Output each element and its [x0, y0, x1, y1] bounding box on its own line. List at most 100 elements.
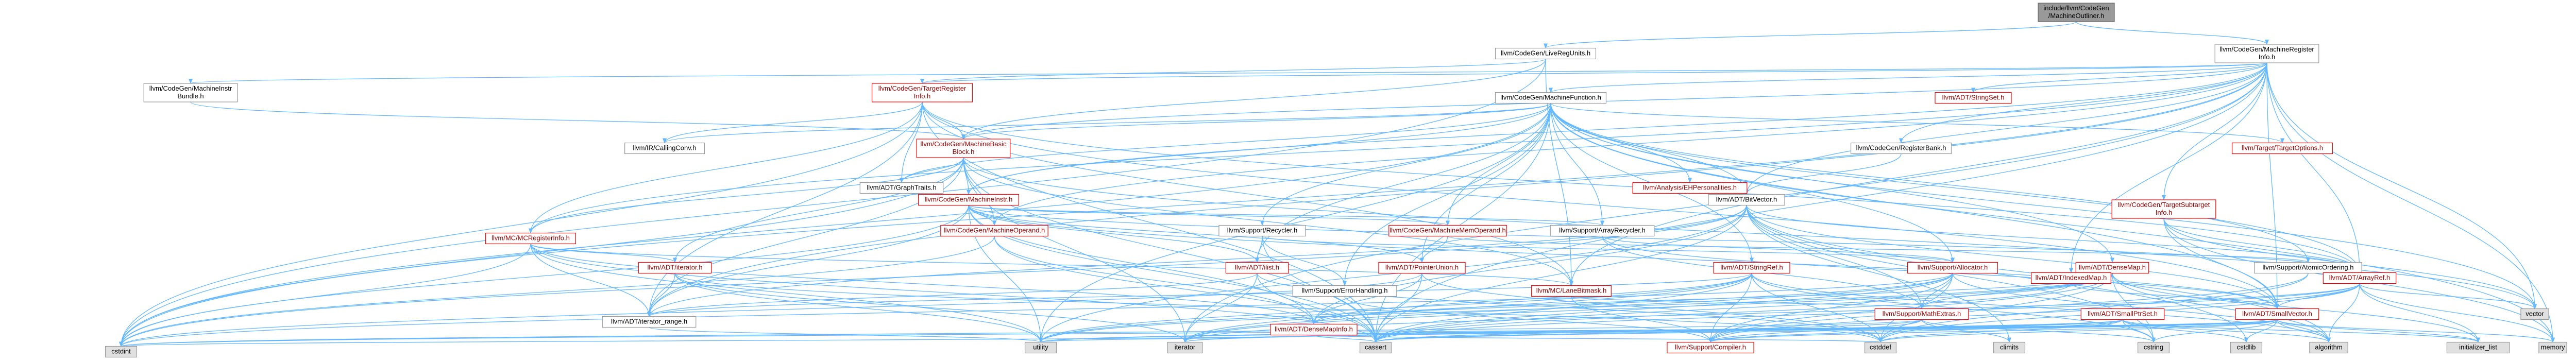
edge-mbb-to-lanebitmask	[963, 157, 1573, 286]
node-ehpers[interactable]: llvm/Analysis/EHPersonalities.h	[1632, 182, 1748, 194]
node-callingconv[interactable]: llvm/IR/CallingConv.h	[624, 142, 705, 154]
node-minstr[interactable]: llvm/CodeGen/MachineInstr.h	[918, 194, 1020, 206]
edge-mri-to-mf	[1549, 62, 2267, 93]
node-regbank[interactable]: llvm/CodeGen/RegisterBank.h	[1850, 142, 1952, 154]
node-box	[1667, 341, 1754, 354]
node-smallvector[interactable]: llvm/ADT/SmallVector.h	[2235, 308, 2319, 320]
node-indexedmap[interactable]: llvm/ADT/IndexedMap.h	[2031, 272, 2111, 284]
node-targetoptions[interactable]: llvm/Target/TargetOptions.h	[2231, 142, 2333, 154]
node-ilist[interactable]: llvm/ADT/ilist.h	[1225, 262, 1289, 274]
edge-mf-to-targetoptions	[1550, 102, 2284, 144]
edge-smallvector-to-compiler	[1708, 319, 2278, 343]
edge-allocator-to-cassert	[1374, 273, 1953, 343]
edge-indexedmap-to-cassert	[1374, 283, 2072, 343]
node-label: llvm/Target/TargetOptions.h	[2242, 144, 2323, 152]
edge-mcreg-to-densemapinfo	[530, 244, 1316, 325]
edge-ilist-to-iterrange	[647, 272, 1258, 317]
node-pointerunion[interactable]: llvm/ADT/PointerUnion.h	[1378, 262, 1466, 274]
node-bitvector[interactable]: llvm/ADT/BitVector.h	[1708, 194, 1785, 206]
edge-smallvector-to-cstdint	[120, 319, 2278, 347]
edge-mbb-to-mcreg	[529, 157, 964, 234]
node-label: climits	[2000, 343, 2019, 351]
node-allocator[interactable]: llvm/Support/Allocator.h	[1907, 262, 1998, 274]
edge-arrayref-to-iteratorstd	[1183, 283, 2360, 343]
edge-smallptrset-to-cstdlib	[2122, 319, 2248, 343]
node-box	[638, 262, 712, 274]
node-box	[2254, 262, 2362, 274]
edge-bitvector-to-cstdlib	[1746, 205, 2248, 343]
node-label: llvm/ADT/ArrayRef.h	[2329, 274, 2390, 282]
edge-mri-to-lanebitmask	[1569, 62, 2267, 286]
edge-mf-to-cstdint	[119, 103, 1551, 347]
node-iterrange[interactable]: llvm/ADT/iterator_range.h	[602, 316, 697, 328]
node-vector: vector	[2520, 308, 2549, 320]
node-label: llvm/Support/MathExtras.h	[1883, 310, 1961, 318]
node-compiler[interactable]: llvm/Support/Compiler.h	[1667, 341, 1754, 354]
node-densemap[interactable]: llvm/ADT/DenseMap.h	[2075, 262, 2149, 274]
node-arrayrecycler[interactable]: llvm/Support/ArrayRecycler.h	[1550, 225, 1655, 237]
node-root[interactable]: include/llvm/CodeGen/MachineOutliner.h	[2038, 3, 2115, 22]
node-label: llvm/CodeGen/TargetSubtarget	[2118, 201, 2210, 209]
edge-densemap-to-utility	[1039, 273, 2113, 343]
edge-smallvector-to-cstddef	[1878, 319, 2278, 343]
node-atomicordering[interactable]: llvm/Support/AtomicOrdering.h	[2254, 262, 2362, 274]
node-box	[2031, 272, 2111, 284]
edge-mf-to-arrayrecycler	[1550, 103, 1604, 226]
edge-mri-to-regbank	[1899, 62, 2267, 144]
node-box	[2520, 308, 2549, 320]
edge-stringref-to-iterrange	[647, 272, 1752, 317]
node-mathextras[interactable]: llvm/Support/MathExtras.h	[1874, 308, 1969, 320]
node-box	[2038, 3, 2115, 22]
edge-mcreg-to-utility	[530, 244, 1043, 343]
node-label: llvm/ADT/GraphTraits.h	[867, 184, 936, 192]
node-livereg[interactable]: llvm/CodeGen/LiveRegUnits.h	[1495, 47, 1597, 60]
node-box	[2446, 341, 2510, 354]
edge-root-to-livereg	[1544, 21, 2077, 49]
node-box	[940, 225, 1048, 237]
edge-smallptrset-to-compiler	[1708, 319, 2123, 343]
node-smallptrset[interactable]: llvm/ADT/SmallPtrSet.h	[2080, 308, 2165, 320]
edge-mri-to-mcreg	[529, 62, 2267, 234]
node-box	[602, 316, 697, 328]
node-label: llvm/Support/Compiler.h	[1675, 343, 1746, 351]
node-label: llvm/CodeGen/TargetRegister	[878, 84, 967, 92]
node-errorhandling[interactable]: llvm/Support/ErrorHandling.h	[1292, 285, 1397, 297]
node-mcreg[interactable]: llvm/MC/MCRegisterInfo.h	[485, 232, 576, 245]
node-label: include/llvm/CodeGen	[2043, 4, 2109, 12]
node-box	[1388, 225, 1507, 237]
node-box	[1864, 341, 1897, 354]
edge-minstr-to-cstdint	[119, 205, 969, 347]
node-iterator[interactable]: llvm/ADT/iterator.h	[638, 262, 712, 274]
node-label: utility	[1033, 343, 1048, 351]
edge-mri-to-tri	[921, 62, 2267, 84]
edge-recycler-to-allocator	[1262, 235, 1955, 263]
edge-mop-to-cassert	[994, 236, 1378, 343]
node-mmo[interactable]: llvm/CodeGen/MachineMemOperand.h	[1388, 225, 1507, 237]
node-label: llvm/CodeGen/MachineMemOperand.h	[1389, 227, 1505, 234]
node-densemapinfo[interactable]: llvm/ADT/DenseMapInfo.h	[1270, 323, 1358, 336]
node-stringset[interactable]: llvm/ADT/StringSet.h	[1935, 92, 2012, 104]
node-box	[1218, 225, 1306, 237]
node-arrayref[interactable]: llvm/ADT/ArrayRef.h	[2323, 272, 2397, 284]
node-mop[interactable]: llvm/CodeGen/MachineOperand.h	[940, 225, 1048, 237]
node-recycler[interactable]: llvm/Support/Recycler.h	[1218, 225, 1306, 237]
node-label: llvm/MC/LaneBitmask.h	[1536, 287, 1607, 295]
node-mf[interactable]: llvm/CodeGen/MachineFunction.h	[1495, 92, 1607, 104]
edge-smallvector-to-iteratorstd	[1183, 319, 2278, 343]
node-stringref[interactable]: llvm/ADT/StringRef.h	[1713, 262, 1790, 274]
edge-arrayref-to-memory	[2359, 283, 2555, 343]
edge-mf-to-callingconv	[663, 102, 1551, 144]
node-label: llvm/IR/CallingConv.h	[633, 144, 696, 152]
node-label: llvm/CodeGen/MachineFunction.h	[1500, 94, 1601, 101]
edge-tri-to-callingconv	[663, 101, 923, 144]
node-label: initializer_list	[2459, 343, 2497, 351]
edge-densemap-to-cstddef	[1878, 273, 2113, 343]
node-graphtraits[interactable]: llvm/ADT/GraphTraits.h	[859, 182, 944, 194]
node-label: llvm/CodeGen/MachineOperand.h	[944, 227, 1045, 234]
node-lanebitmask[interactable]: llvm/MC/LaneBitmask.h	[1531, 285, 1612, 297]
